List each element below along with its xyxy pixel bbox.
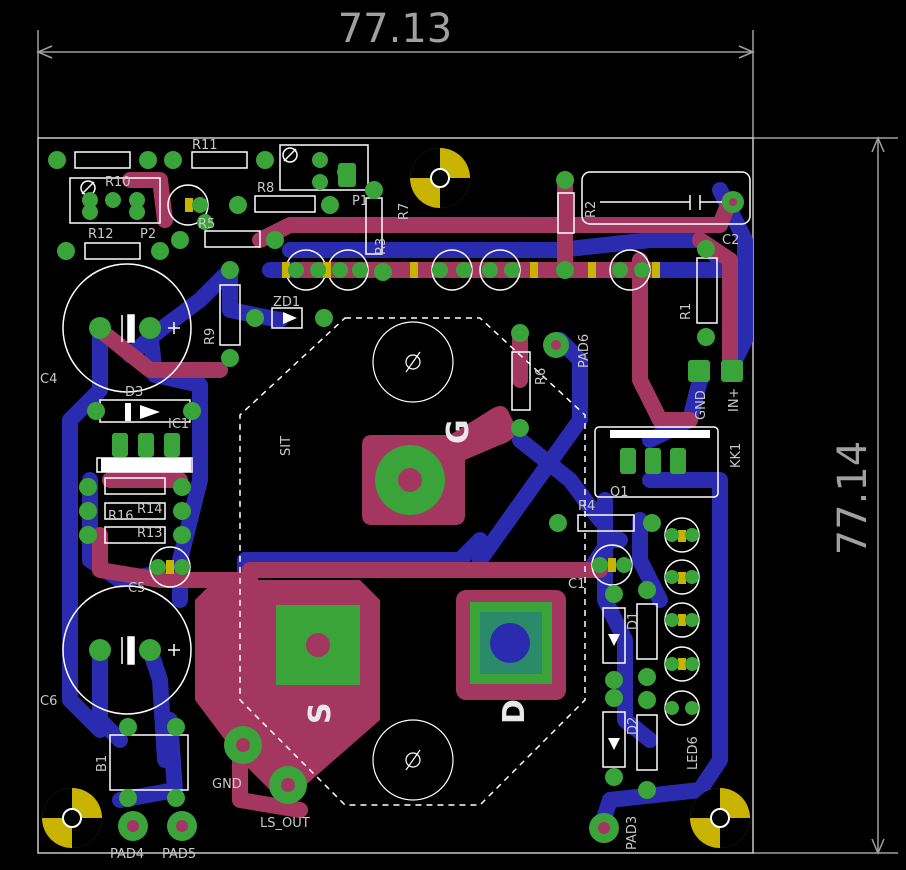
label-gnd-top: GND [694,390,709,420]
sit-label: SIT [279,436,294,456]
gate-copper-area [362,406,516,525]
label-c5: C5 [128,581,145,596]
label-p1: P1 [352,194,368,209]
label-r8: R8 [257,181,274,196]
label-gnd-bottom: GND [212,777,242,792]
label-in-plus: IN+ [727,388,742,412]
label-ic1: IC1 [168,417,189,432]
label-b1: B1 [95,755,110,772]
label-p2: P2 [140,227,156,242]
device-bodies-yellow [166,198,686,670]
silkscreen-features [101,312,710,750]
label-r12: R12 [88,227,114,242]
label-r16: R16 [108,509,134,524]
label-zd1: ZD1 [273,295,300,310]
label-led6: LED6 [686,736,701,770]
label-r4: R4 [578,499,595,514]
label-c1: C1 [568,577,585,592]
label-r9: R9 [203,328,218,345]
width-dimension-label: 77.13 [338,6,453,52]
label-c2: C2 [722,233,739,248]
silkscreen-labels: R11 R10 R8 P1 R12 P2 R5 C2 ZD1 C4 D3 IC1… [40,138,744,862]
label-d3: D3 [125,385,143,400]
capacitor-c6 [62,585,192,715]
drain-copper-area [456,590,566,700]
label-pad6: PAD6 [577,334,592,368]
height-dimension [753,136,898,855]
label-r11: R11 [192,138,218,153]
label-pad4: PAD4 [110,847,144,862]
label-r13: R13 [137,526,163,541]
mount-hole-bottom-left [42,788,102,848]
capacitor-c4 [62,263,192,393]
sit-mount-holes [372,321,454,801]
label-r7: R7 [397,203,412,220]
label-r1: R1 [679,303,694,320]
board-outline [37,137,754,854]
label-c4: C4 [40,372,57,387]
label-c6: C6 [40,694,57,709]
label-pad3: PAD3 [625,816,640,850]
width-dimension [36,30,755,138]
gate-label: G [441,419,476,444]
label-r2: R2 [584,201,599,218]
label-d2: D2 [626,717,641,735]
label-kk1: KK1 [729,443,744,468]
label-q1: Q1 [610,485,629,500]
label-ls-out: LS_OUT [260,816,310,831]
label-r3: R3 [374,238,389,255]
label-r6: R6 [534,368,549,385]
through-hole-pads [48,151,744,843]
label-d1: D1 [626,612,641,630]
mount-hole-bottom-right [690,788,750,848]
drain-label: D [497,699,532,724]
mount-hole-top [410,148,470,208]
source-label: S [303,702,338,724]
label-r5: R5 [198,217,215,232]
label-pad5: PAD5 [162,847,196,862]
height-dimension-label: 77.14 [830,441,876,556]
label-r14: R14 [137,502,163,517]
label-r10: R10 [105,175,131,190]
